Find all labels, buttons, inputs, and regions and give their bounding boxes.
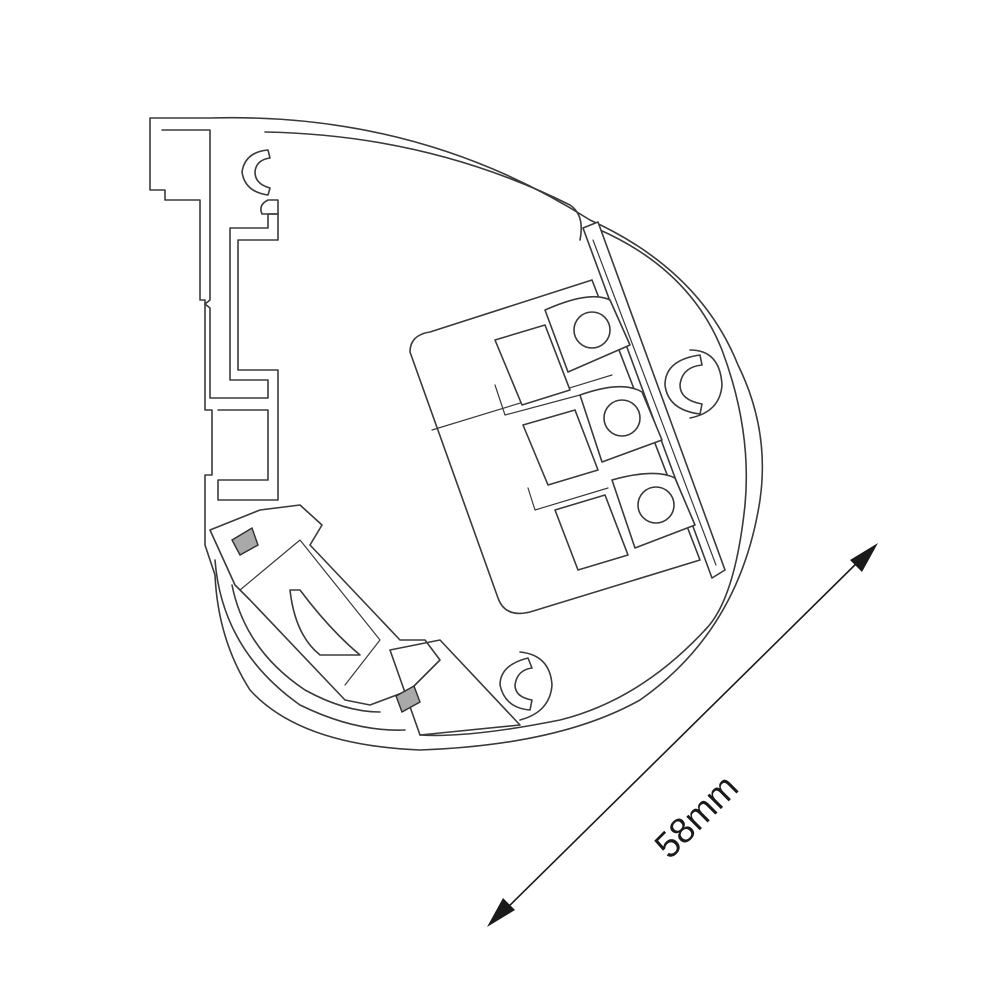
- lens-clip-inner: [239, 539, 381, 686]
- screw-channel-right-outer: [689, 349, 723, 419]
- lens-clip-frame: [209, 504, 441, 706]
- terminal-1-screw: [573, 311, 611, 349]
- terminal-tab-1: [494, 384, 581, 416]
- profile-outer-contour: [149, 116, 764, 751]
- gasket-lower: [395, 684, 421, 714]
- terminal-tab-2: [527, 487, 609, 511]
- terminal-block: [409, 221, 726, 615]
- terminal-3-screw: [637, 486, 675, 524]
- screw-channel-bottom: [499, 657, 533, 711]
- lens-inner-curve: [231, 584, 381, 713]
- dimension-label: 58mm: [646, 766, 746, 866]
- profile-inner-wall-bottom: [419, 629, 706, 737]
- terminal-2-screw: [603, 399, 641, 437]
- dimension-arrow-top: [850, 543, 878, 572]
- screw-channel-bottom-outer: [519, 651, 553, 721]
- profile-inner-wall: [264, 131, 583, 241]
- terminal-1-clamp: [494, 324, 571, 406]
- lens-cover: [209, 504, 521, 736]
- screw-channel-right: [664, 354, 703, 415]
- screw-channel-top: [241, 149, 271, 196]
- screw-channel-top-lower: [260, 199, 279, 215]
- terminal-din-rail-inner: [592, 239, 717, 566]
- lens-reflector-arc: [289, 589, 361, 656]
- dimension-arrow-bottom: [487, 898, 515, 927]
- gasket-upper: [231, 526, 259, 556]
- terminal-2-clamp: [522, 409, 599, 486]
- profile-inner-wall-right: [599, 229, 748, 631]
- terminal-3-clamp: [554, 494, 629, 571]
- outer-profile: [149, 116, 764, 751]
- lens-outer-curve: [214, 559, 406, 731]
- dimension-line: [499, 554, 866, 916]
- left-channel: [161, 129, 279, 501]
